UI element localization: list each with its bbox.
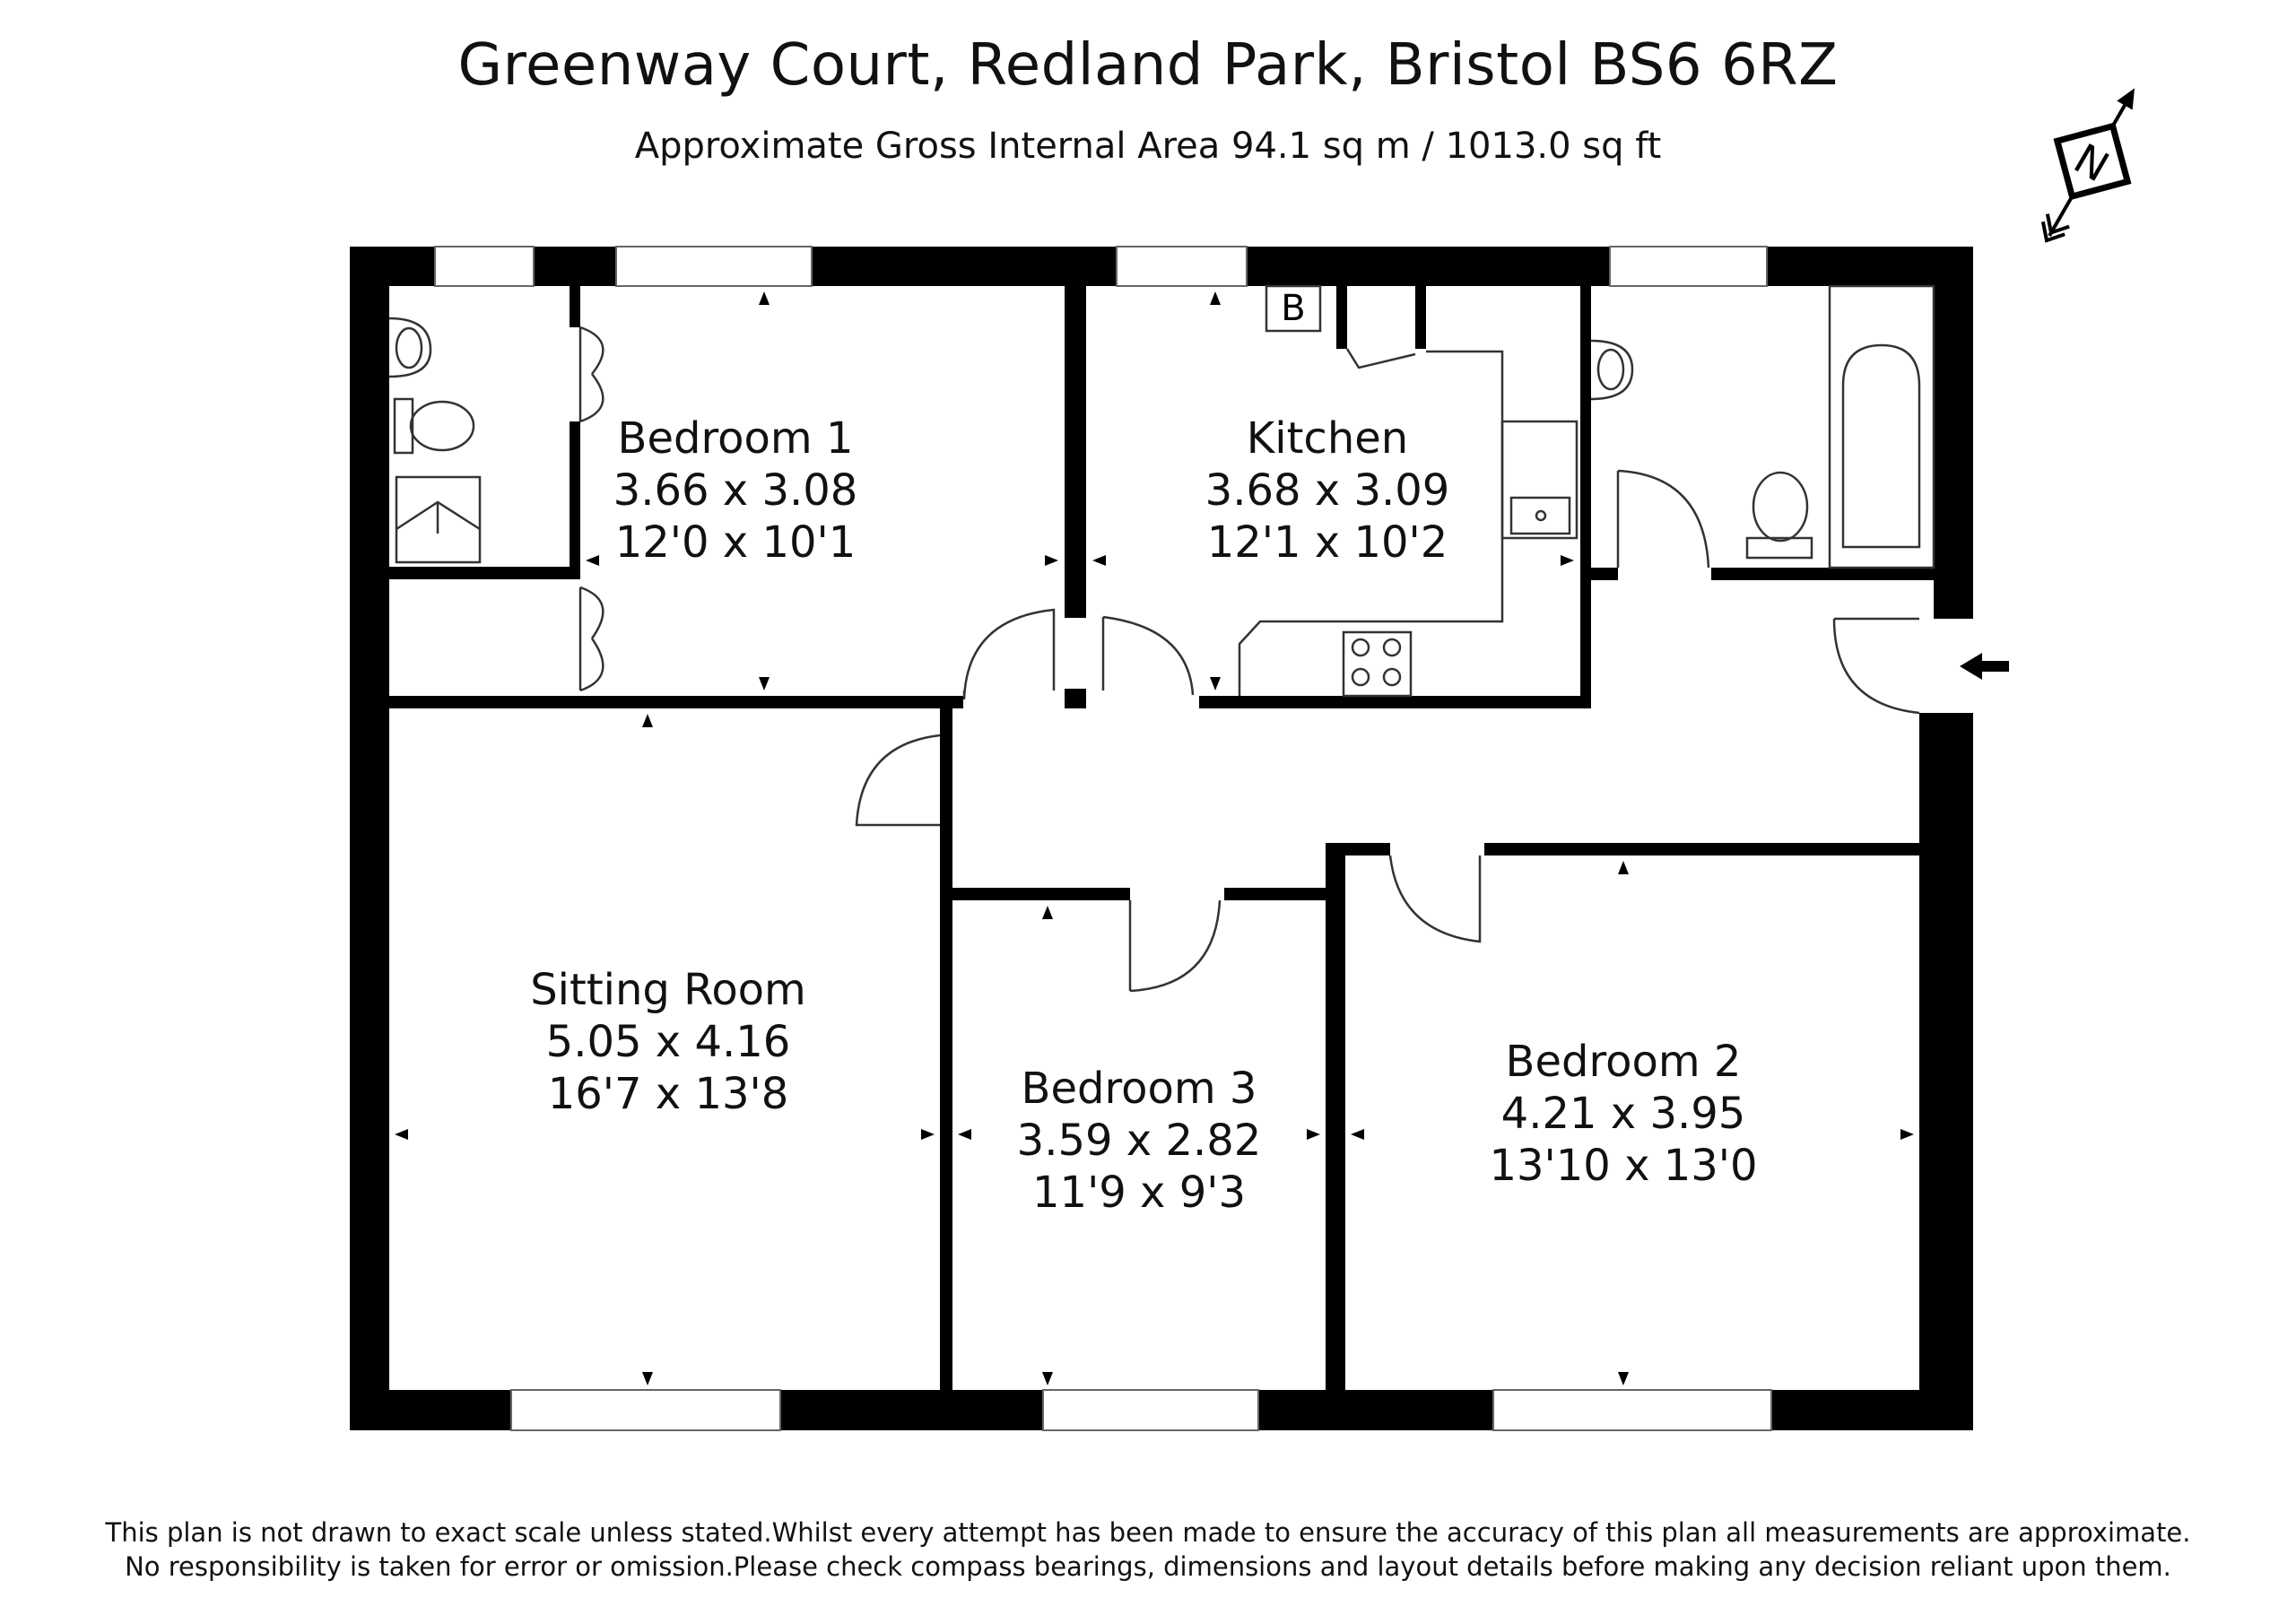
wall-bed3-bed2 — [1326, 843, 1345, 1390]
ensuite-toilet-icon — [393, 397, 475, 455]
window-bottom-sitting — [510, 1389, 781, 1431]
wall-kitchen-right — [1580, 286, 1591, 708]
bathroom-bath-icon — [1828, 284, 1935, 569]
window-top-bedroom1 — [615, 246, 813, 287]
wall-bath-hall — [1591, 568, 1618, 580]
room-imperial: 16'7 x 13'8 — [547, 1069, 789, 1119]
door-bathroom — [1616, 469, 1710, 569]
door-wardrobe-1 — [578, 326, 604, 423]
wall-cupboard-right — [1415, 286, 1426, 349]
bathroom-basin-icon — [1590, 339, 1634, 401]
wall-wardrobe-bottom-right — [940, 696, 961, 708]
room-imperial: 13'10 x 13'0 — [1489, 1141, 1758, 1191]
door-bedroom1 — [962, 608, 1056, 700]
kitchen-worktop — [1238, 350, 1504, 696]
compass-icon: N — [2040, 88, 2135, 243]
window-bottom-bedroom3 — [1042, 1389, 1259, 1431]
plan-title: Greenway Court, Redland Park, Bristol BS… — [457, 32, 1839, 99]
room-metric: 4.21 x 3.95 — [1500, 1089, 1746, 1139]
room-name: Bedroom 2 — [1505, 1037, 1742, 1087]
boiler-box — [1265, 284, 1322, 333]
dimension-ticks — [395, 291, 1914, 1385]
wall-wardrobe-bottom — [389, 696, 963, 708]
room-imperial: 12'1 x 10'2 — [1206, 517, 1448, 568]
room-sitting: Sitting Room 5.05 x 4.16 16'7 x 13'8 — [480, 964, 857, 1120]
door-entrance — [1832, 617, 1920, 715]
kitchen-hob-icon — [1342, 630, 1413, 698]
ensuite-basin-icon — [388, 317, 432, 378]
room-imperial: 12'0 x 10'1 — [614, 517, 857, 568]
wall-bath-bottom — [1711, 568, 1934, 580]
disclaimer: This plan is not drawn to exact scale un… — [0, 1515, 2296, 1584]
outer-wall-right-upper — [1934, 247, 1973, 619]
door-bedroom2 — [1388, 855, 1482, 943]
bathroom-toilet-icon — [1745, 471, 1813, 560]
room-metric: 3.66 x 3.08 — [613, 465, 858, 516]
outer-wall-right-lower — [1919, 713, 1973, 1430]
wall-bed1-kitchen-stub — [1065, 689, 1086, 708]
room-name: Kitchen — [1246, 413, 1409, 464]
room-name: Bedroom 1 — [617, 413, 854, 464]
door-wardrobe-2 — [578, 586, 604, 692]
room-kitchen: Kitchen 3.68 x 3.09 12'1 x 10'2 — [1139, 413, 1516, 569]
wall-ensuite-right — [570, 421, 580, 574]
ensuite-shower-icon — [395, 475, 482, 564]
wall-ensuite-bottom — [389, 567, 580, 579]
disclaimer-line-1: This plan is not drawn to exact scale un… — [105, 1517, 2191, 1548]
room-name: Bedroom 3 — [1021, 1064, 1257, 1114]
wall-bed2-top-left — [1326, 843, 1390, 855]
window-top-bathroom — [1609, 246, 1768, 287]
door-cupboard — [1345, 348, 1416, 369]
window-top-ensuite — [434, 246, 535, 287]
disclaimer-line-2: No responsibility is taken for error or … — [125, 1551, 2171, 1582]
door-sitting-room — [855, 734, 941, 827]
room-metric: 5.05 x 4.16 — [545, 1017, 791, 1067]
wall-bed1-kitchen — [1065, 286, 1075, 618]
room-imperial: 11'9 x 9'3 — [1031, 1168, 1246, 1218]
room-metric: 3.59 x 2.82 — [1016, 1116, 1262, 1166]
wall-bed3-top-right — [1224, 888, 1336, 900]
wall-bed2-top-right — [1484, 843, 1919, 855]
wall-kitchen-bottom — [1199, 696, 1591, 708]
outer-wall-left — [350, 247, 389, 1430]
room-metric: 3.68 x 3.09 — [1205, 465, 1450, 516]
room-bedroom3: Bedroom 3 3.59 x 2.82 11'9 x 9'3 — [951, 1063, 1327, 1219]
window-bottom-bedroom2 — [1492, 1389, 1772, 1431]
door-kitchen — [1101, 615, 1195, 696]
kitchen-sink-icon — [1500, 420, 1578, 540]
entrance-arrow-icon — [1960, 653, 2009, 680]
door-bedroom3 — [1128, 899, 1222, 993]
room-bedroom2: Bedroom 2 4.21 x 3.95 13'10 x 13'0 — [1435, 1036, 1812, 1192]
room-name: Sitting Room — [530, 965, 806, 1015]
room-bedroom1: Bedroom 1 3.66 x 3.08 12'0 x 10'1 — [547, 413, 924, 569]
boiler-label: B — [1281, 288, 1305, 329]
wall-cupboard-left — [1336, 286, 1347, 349]
wall-ensuite-right-upper — [570, 286, 580, 327]
wall-kitchen-divider — [1075, 286, 1086, 618]
wall-sitting-hall — [940, 708, 952, 1390]
window-top-kitchen — [1116, 246, 1248, 287]
plan-area-subtitle: Approximate Gross Internal Area 94.1 sq … — [634, 126, 1662, 167]
wall-bed3-top-left — [952, 888, 1130, 900]
